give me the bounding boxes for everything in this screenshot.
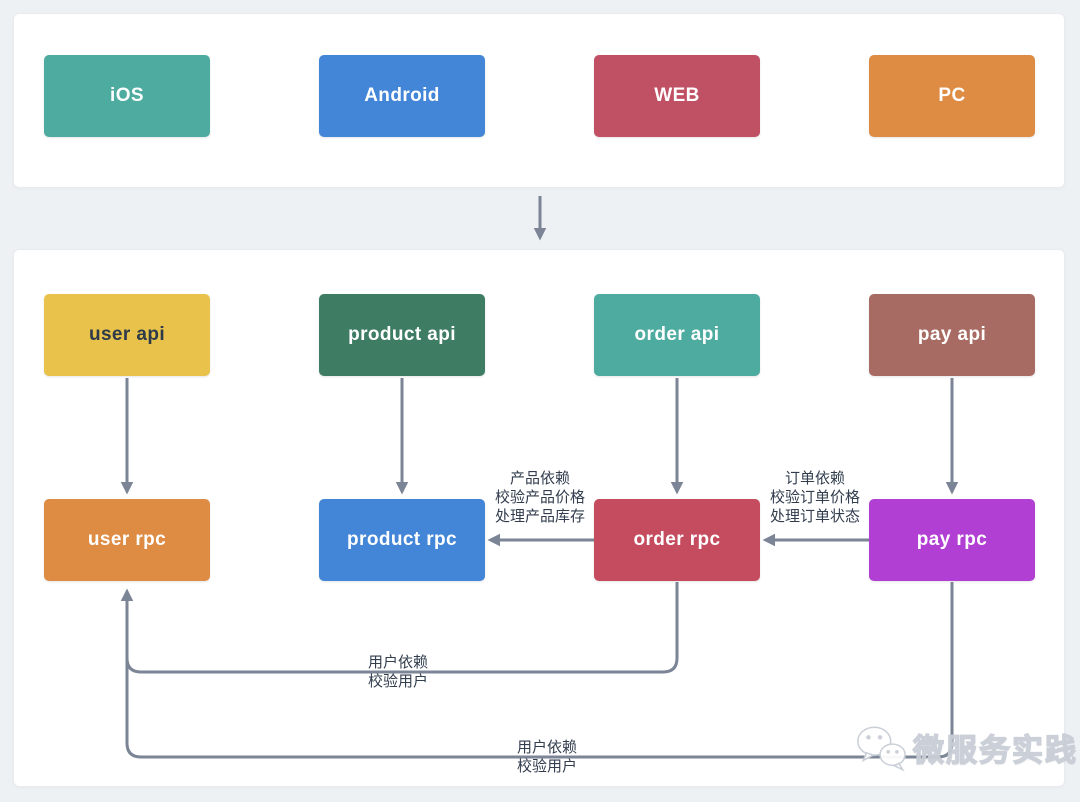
node-web: WEB — [594, 55, 760, 137]
edge-label-line: 产品依赖 — [509, 470, 571, 487]
edge-label-line: 校验产品价格 — [494, 489, 586, 506]
node-pc: PC — [869, 55, 1035, 137]
edge-label-user-dependency-pay: 用户依赖 校验用户 — [517, 738, 577, 776]
edge-label-line: 校验用户 — [367, 673, 429, 690]
edge-label-line: 用户依赖 — [516, 739, 578, 756]
edge-label-line: 校验订单价格 — [769, 489, 861, 506]
edge-label-product-dependency: 产品依赖 校验产品价格 处理产品库存 — [495, 469, 585, 526]
watermark: 微服务实践 — [854, 722, 1078, 772]
node-ios: iOS — [44, 55, 210, 137]
node-order-api: order api — [594, 294, 760, 376]
node-user-api: user api — [44, 294, 210, 376]
edge-label-order-dependency: 订单依赖 校验订单价格 处理订单状态 — [770, 469, 860, 526]
edge-label-line: 用户依赖 — [367, 654, 429, 671]
edge-label-line: 订单依赖 — [784, 470, 846, 487]
node-order-rpc: order rpc — [594, 499, 760, 581]
edge-label-user-dependency-order: 用户依赖 校验用户 — [368, 653, 428, 691]
edge-label-line: 处理订单状态 — [769, 508, 861, 525]
watermark-text: 微服务实践 — [912, 732, 1078, 768]
node-android: Android — [319, 55, 485, 137]
node-pay-api: pay api — [869, 294, 1035, 376]
wechat-icon — [857, 726, 906, 772]
node-user-rpc: user rpc — [44, 499, 210, 581]
node-product-rpc: product rpc — [319, 499, 485, 581]
edge-label-line: 处理产品库存 — [494, 508, 586, 525]
edge-label-line: 校验用户 — [516, 758, 578, 775]
node-pay-rpc: pay rpc — [869, 499, 1035, 581]
node-product-api: product api — [319, 294, 485, 376]
